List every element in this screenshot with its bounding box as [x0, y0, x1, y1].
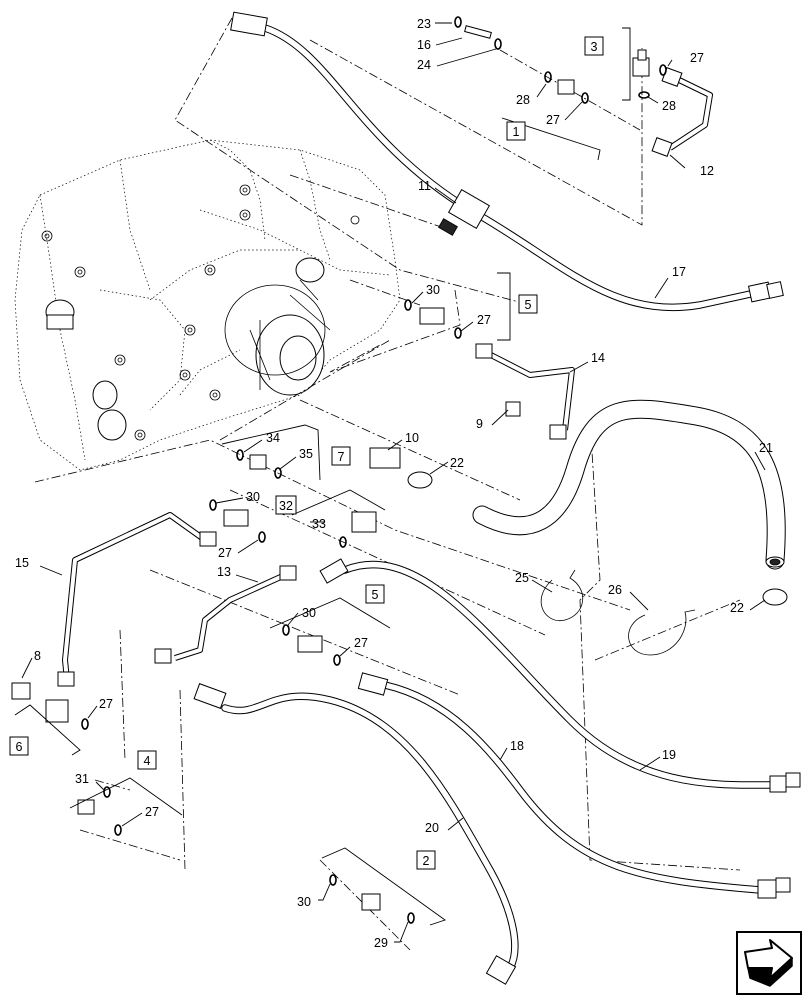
callout-27-lower: 27: [354, 636, 368, 650]
hose-18: [357, 672, 791, 899]
callout-17: 17: [672, 265, 686, 279]
callout-29: 29: [374, 936, 388, 950]
callout-24: 24: [417, 58, 431, 72]
tube-15: [57, 512, 217, 687]
group-box-5-upper-label: 5: [525, 298, 532, 312]
callout-14: 14: [591, 351, 605, 365]
fittings: [11, 16, 788, 924]
next-page-arrow-icon[interactable]: [736, 931, 802, 995]
callout-26: 26: [608, 583, 622, 597]
callout-28-upper: 28: [516, 93, 530, 107]
group-box-6: 6: [9, 704, 81, 756]
callout-25: 25: [515, 571, 529, 585]
group-box-5-lower: 5: [269, 584, 391, 629]
callout-22-right: 22: [730, 601, 744, 615]
callout-10: 10: [405, 431, 419, 445]
callout-28-top: 28: [662, 99, 676, 113]
callout-31: 31: [75, 772, 89, 786]
callout-9: 9: [476, 417, 483, 431]
callout-23: 23: [417, 17, 431, 31]
callout-27-left: 27: [218, 546, 232, 560]
group-box-3-label: 3: [591, 40, 598, 54]
callout-12: 12: [700, 164, 714, 178]
callout-30-mid: 30: [426, 283, 440, 297]
callouts: 23 16 24 28 27 27 28 12 11 17 30 27 14 9…: [15, 17, 773, 950]
callout-16: 16: [417, 38, 431, 52]
tube-13: [154, 565, 297, 664]
callout-30-lower: 30: [302, 606, 316, 620]
callout-11: 11: [418, 179, 431, 193]
group-box-1: 1: [501, 117, 601, 161]
callout-27-mid: 27: [477, 313, 491, 327]
callout-30-left: 30: [246, 490, 260, 504]
hose-19: [319, 558, 801, 793]
callout-19: 19: [662, 748, 676, 762]
group-box-2: 2: [321, 847, 446, 926]
callout-18: 18: [510, 739, 524, 753]
group-box-5-lower-label: 5: [372, 588, 379, 602]
callout-27-top: 27: [690, 51, 704, 65]
callout-15: 15: [15, 556, 29, 570]
callout-21: 21: [759, 441, 773, 455]
hose-21: [472, 399, 786, 570]
callout-27-upper: 27: [546, 113, 560, 127]
callout-27-l6: 27: [99, 697, 113, 711]
callout-22-mid: 22: [450, 456, 464, 470]
callout-30-bottom: 30: [297, 895, 311, 909]
group-box-2-label: 2: [423, 854, 430, 868]
group-box-5-upper: 5: [497, 272, 538, 341]
assembly-centerlines: [34, 17, 741, 951]
hose-20: [193, 683, 519, 985]
tube-12: [651, 67, 713, 157]
callout-8: 8: [34, 649, 41, 663]
callout-35: 35: [299, 447, 313, 461]
group-box-7: 7: [221, 424, 351, 481]
group-box-32-label: 32: [279, 499, 293, 513]
group-box-4-label: 4: [144, 754, 151, 768]
group-box-6-label: 6: [16, 740, 23, 754]
transmission-housing: [14, 139, 401, 471]
tube-14: [475, 343, 575, 440]
group-box-32: 32: [275, 489, 386, 516]
callout-27-l4: 27: [145, 805, 159, 819]
callout-20: 20: [425, 821, 439, 835]
group-box-1-label: 1: [513, 125, 520, 139]
group-box-4: 4: [69, 750, 183, 816]
group-box-3: 3: [584, 27, 631, 101]
callout-13: 13: [217, 565, 231, 579]
group-box-7-label: 7: [338, 450, 345, 464]
callout-34: 34: [266, 431, 280, 445]
callout-33: 33: [312, 517, 326, 531]
